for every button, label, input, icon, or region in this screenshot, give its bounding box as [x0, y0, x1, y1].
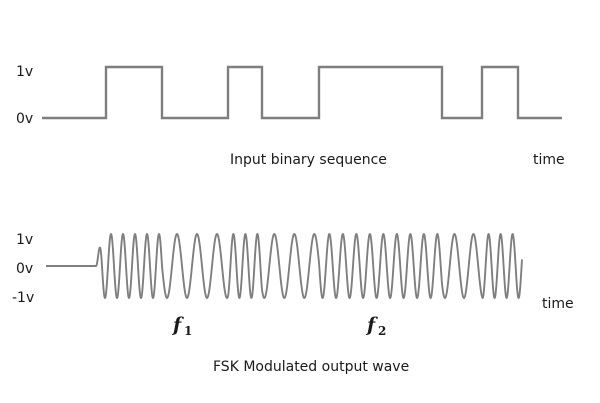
output-level-low-label: -1v [12, 290, 34, 306]
output-level-high-label: 1v [16, 232, 33, 248]
input-level-high-label: 1v [16, 64, 33, 80]
output-panel: 1v 0v -1v time f 1 f 2 FSK Modulated out… [12, 232, 574, 375]
frequency-label-f1: f 1 [171, 314, 192, 338]
f1-subscript: 1 [184, 324, 192, 338]
output-level-zero-label: 0v [16, 261, 33, 277]
input-level-low-label: 0v [16, 111, 33, 127]
output-time-label: time [542, 296, 574, 312]
input-time-label: time [533, 152, 565, 168]
input-panel: 1v 0v Input binary sequence time [16, 64, 565, 168]
f2-symbol: f [365, 314, 378, 336]
fsk-output-waveform [46, 233, 523, 299]
f1-symbol: f [171, 314, 184, 336]
input-caption: Input binary sequence [230, 152, 387, 168]
frequency-label-f2: f 2 [365, 314, 386, 338]
input-binary-waveform [42, 65, 562, 120]
output-caption: FSK Modulated output wave [213, 359, 409, 375]
f2-subscript: 2 [378, 324, 386, 338]
